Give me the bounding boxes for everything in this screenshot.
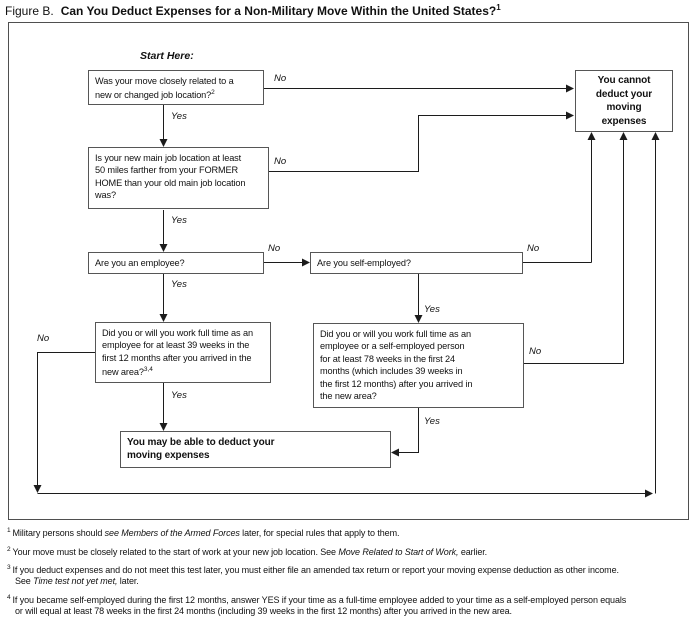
- connector-move-related-no: [263, 84, 574, 93]
- question-text: the new area?: [320, 391, 377, 402]
- outcome-text: expenses: [601, 115, 647, 127]
- question-box-39-weeks: Did you or will you work full time as an…: [95, 322, 271, 383]
- outcome-text: moving: [606, 102, 642, 113]
- outcome-text: You cannot: [597, 75, 651, 86]
- label-yes-39-weeks: Yes: [171, 390, 187, 401]
- label-no-39-weeks: No: [37, 333, 50, 344]
- question-box-50-miles: Is your new main job location at least 5…: [88, 147, 269, 209]
- label-no-50-miles: No: [274, 156, 287, 167]
- connector-39-weeks-no: [33, 132, 660, 498]
- question-text: the first 12 months) after you arrived i…: [320, 378, 473, 389]
- label-yes-78-weeks: Yes: [424, 416, 440, 427]
- flow-connectors: [33, 84, 660, 498]
- question-text: for at least 78 weeks in the first 24: [320, 353, 455, 364]
- label-yes-move-related: Yes: [171, 111, 187, 122]
- question-box-move-related: Was your move closely related to a new o…: [88, 70, 264, 105]
- question-box-78-weeks: Did you or will you work full time as an…: [313, 323, 524, 408]
- question-text: Did you or will you work full time as an: [102, 328, 253, 338]
- question-text: HOME than your old main job location: [95, 177, 246, 188]
- question-box-employee: Are you an employee?: [88, 252, 264, 274]
- connector-self-employed-yes: [414, 274, 423, 323]
- figure-b-page: { "title": { "figure_label": "Figure B."…: [5, 3, 689, 616]
- label-yes-self-employed: Yes: [424, 304, 440, 315]
- label-no-move-related: No: [274, 73, 287, 84]
- outcome-text: moving expenses: [127, 450, 210, 461]
- question-text: was?: [95, 190, 116, 201]
- connector-50-miles-no: [269, 111, 574, 173]
- question-text: new area?: [102, 367, 144, 378]
- question-text: Was your move closely related to a: [95, 76, 234, 86]
- label-yes-50-miles: Yes: [171, 215, 187, 226]
- connector-50-miles-yes: [159, 210, 168, 252]
- connector-employee-yes: [159, 274, 168, 322]
- start-here-label: Start Here:: [140, 50, 194, 62]
- question-text: employee for at least 39 weeks in the: [102, 340, 250, 351]
- figure-title-superscript: 1: [496, 3, 501, 12]
- outcome-box-may-deduct: You may be able to deduct your moving ex…: [120, 431, 391, 468]
- question-text: Are you self-employed?: [317, 258, 411, 268]
- connector-self-employed-no: [523, 132, 596, 264]
- footnote-ref: 3,4: [143, 366, 153, 374]
- footnote-ref: 2: [211, 89, 215, 97]
- connector-move-related-yes: [159, 105, 168, 147]
- question-box-self-employed: Are you self-employed?: [310, 252, 523, 274]
- figure-label: Figure B.: [5, 4, 54, 18]
- connector-78-weeks-no: [524, 132, 628, 365]
- outcome-text: deduct your: [595, 88, 653, 100]
- connector-78-weeks-yes: [391, 408, 420, 457]
- connector-39-weeks-yes: [159, 383, 168, 431]
- figure-title-text: Can You Deduct Expenses for a Non-Milita…: [60, 4, 497, 18]
- question-text: Did you or will you work full time as an: [320, 329, 471, 339]
- outcome-text: You may be able to deduct your: [127, 437, 275, 448]
- question-text: Are you an employee?: [95, 258, 185, 268]
- question-text: new or changed job location?: [95, 90, 212, 101]
- question-text: Is your new main job location at least: [95, 153, 242, 163]
- question-text: first 12 months after you arrived in the: [102, 352, 252, 363]
- connector-employee-no: [264, 258, 310, 267]
- question-text: 50 miles farther from your FORMER: [95, 165, 239, 176]
- label-no-self-employed: No: [527, 243, 540, 254]
- label-no-employee: No: [268, 243, 281, 254]
- figure-title: Figure B. Can You Deduct Expenses for a N…: [5, 3, 501, 18]
- label-no-78-weeks: No: [529, 346, 542, 357]
- label-yes-employee: Yes: [171, 279, 187, 290]
- question-text: employee or a self-employed person: [320, 341, 465, 352]
- question-text: months (which includes 39 weeks in: [320, 366, 463, 377]
- outcome-box-cannot-deduct: You cannot deduct your moving expenses: [575, 70, 673, 132]
